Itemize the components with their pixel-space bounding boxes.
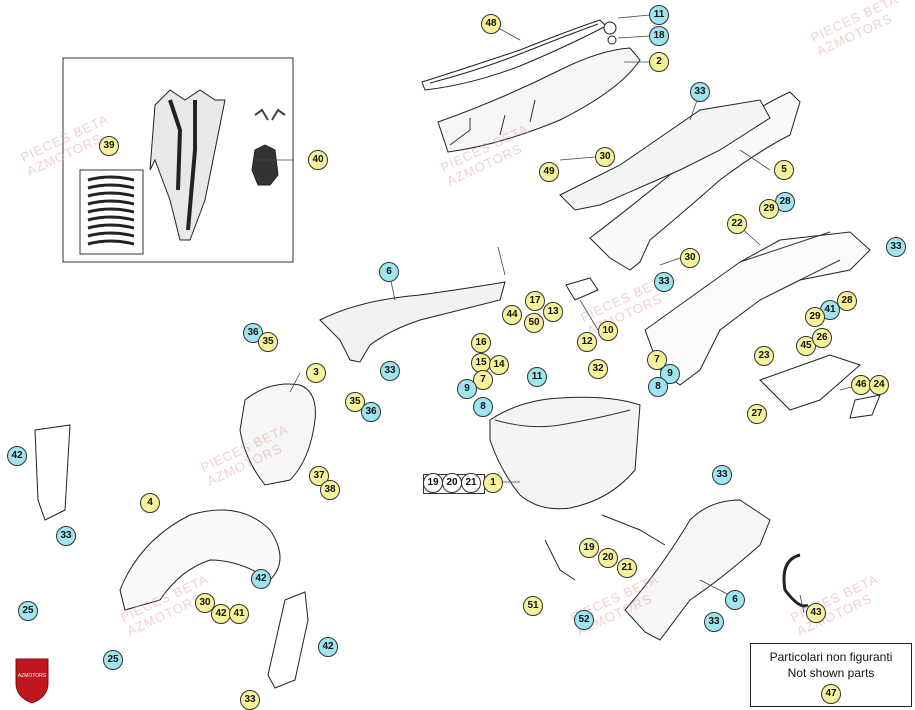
part-callout-4: 4 — [140, 493, 160, 513]
legend-part-number: 47 — [821, 684, 841, 704]
part-callout-6: 6 — [725, 590, 745, 610]
fork-guard-right — [267, 591, 309, 689]
radiator-shroud — [624, 499, 771, 641]
part-callout-51: 51 — [523, 596, 543, 616]
group-callout-19: 19 — [423, 473, 443, 493]
part-callout-5: 5 — [774, 160, 794, 180]
part-callout-33: 33 — [690, 82, 710, 102]
group-callout-20: 20 — [442, 473, 462, 493]
part-callout-41: 41 — [229, 604, 249, 624]
fork-guard-left — [34, 424, 71, 521]
part-callout-11: 11 — [527, 367, 547, 387]
part-callout-29: 29 — [805, 307, 825, 327]
azmotors-logo: AZMOTORS — [15, 658, 49, 704]
fuel-line — [544, 539, 576, 581]
rear-light — [849, 394, 881, 419]
breather-hose — [782, 553, 809, 608]
part-callout-33: 33 — [56, 526, 76, 546]
part-callout-32: 32 — [588, 359, 608, 379]
not-shown-parts-legend: Particolari non figuranti Not shown part… — [750, 643, 912, 707]
part-callout-43: 43 — [806, 603, 826, 623]
fuel-tank — [489, 396, 641, 510]
part-callout-8: 8 — [648, 377, 668, 397]
small-decal-bottom — [251, 144, 279, 186]
part-callout-42: 42 — [251, 569, 271, 589]
part-callout-17: 17 — [525, 291, 545, 311]
group-callout-target-1: 1 — [483, 473, 503, 493]
part-callout-23: 23 — [754, 346, 774, 366]
part-callout-30: 30 — [195, 593, 215, 613]
part-callout-7: 7 — [647, 350, 667, 370]
part-callout-10: 10 — [598, 321, 618, 341]
legend-english: Not shown parts — [787, 666, 875, 680]
legend-italian: Particolari non figuranti — [769, 650, 893, 664]
part-callout-42: 42 — [7, 446, 27, 466]
part-callout-7: 7 — [473, 370, 493, 390]
part-callout-42: 42 — [318, 637, 338, 657]
part-callout-50: 50 — [524, 313, 544, 333]
svg-text:AZMOTORS: AZMOTORS — [18, 673, 47, 679]
part-callout-28: 28 — [837, 291, 857, 311]
part-callout-2: 2 — [649, 52, 669, 72]
part-callout-33: 33 — [240, 690, 260, 710]
part-callout-29: 29 — [759, 199, 779, 219]
rear-fender — [759, 354, 861, 411]
part-callout-9: 9 — [457, 379, 477, 399]
part-callout-49: 49 — [539, 162, 559, 182]
part-callout-33: 33 — [886, 237, 906, 257]
rear-side-panel — [589, 91, 801, 271]
part-callout-11: 11 — [649, 5, 669, 25]
side-panel-left — [319, 281, 506, 363]
part-callout-3: 3 — [306, 363, 326, 383]
part-callout-33: 33 — [704, 612, 724, 632]
part-callout-8: 8 — [473, 397, 493, 417]
part-callout-44: 44 — [502, 305, 522, 325]
part-callout-42: 42 — [211, 604, 231, 624]
front-fender — [119, 509, 281, 611]
rim-stripe-box — [79, 169, 144, 255]
part-callout-46: 46 — [851, 375, 871, 395]
part-callout-12: 12 — [577, 332, 597, 352]
part-callout-35: 35 — [345, 392, 365, 412]
part-callout-52: 52 — [574, 610, 594, 630]
front-decal — [149, 89, 226, 241]
part-callout-33: 33 — [712, 465, 732, 485]
part-callout-48: 48 — [481, 14, 501, 34]
seat — [437, 47, 641, 153]
part-callout-21: 21 — [617, 558, 637, 578]
small-decal-top — [254, 108, 286, 121]
headlight-mask — [239, 383, 316, 486]
part-callout-19: 19 — [579, 538, 599, 558]
fuel-pump — [565, 277, 599, 301]
part-callout-30: 30 — [595, 147, 615, 167]
part-callout-16: 16 — [471, 333, 491, 353]
part-callout-36: 36 — [361, 402, 381, 422]
part-callout-26: 26 — [812, 328, 832, 348]
part-callout-35: 35 — [258, 332, 278, 352]
part-callout-25: 25 — [103, 650, 123, 670]
part-callout-25: 25 — [18, 601, 38, 621]
part-callout-20: 20 — [598, 548, 618, 568]
part-callout-14: 14 — [489, 355, 509, 375]
part-callout-33: 33 — [654, 272, 674, 292]
part-callout-27: 27 — [747, 404, 767, 424]
group-callout-21: 21 — [461, 473, 481, 493]
part-callout-18: 18 — [649, 26, 669, 46]
part-callout-6: 6 — [379, 262, 399, 282]
part-callout-40: 40 — [308, 150, 328, 170]
part-callout-39: 39 — [99, 136, 119, 156]
part-callout-38: 38 — [320, 480, 340, 500]
part-callout-30: 30 — [680, 248, 700, 268]
part-callout-24: 24 — [869, 375, 889, 395]
part-callout-22: 22 — [727, 214, 747, 234]
part-callout-33: 33 — [380, 361, 400, 381]
rim-stripes-group — [87, 175, 135, 246]
part-callout-13: 13 — [543, 302, 563, 322]
